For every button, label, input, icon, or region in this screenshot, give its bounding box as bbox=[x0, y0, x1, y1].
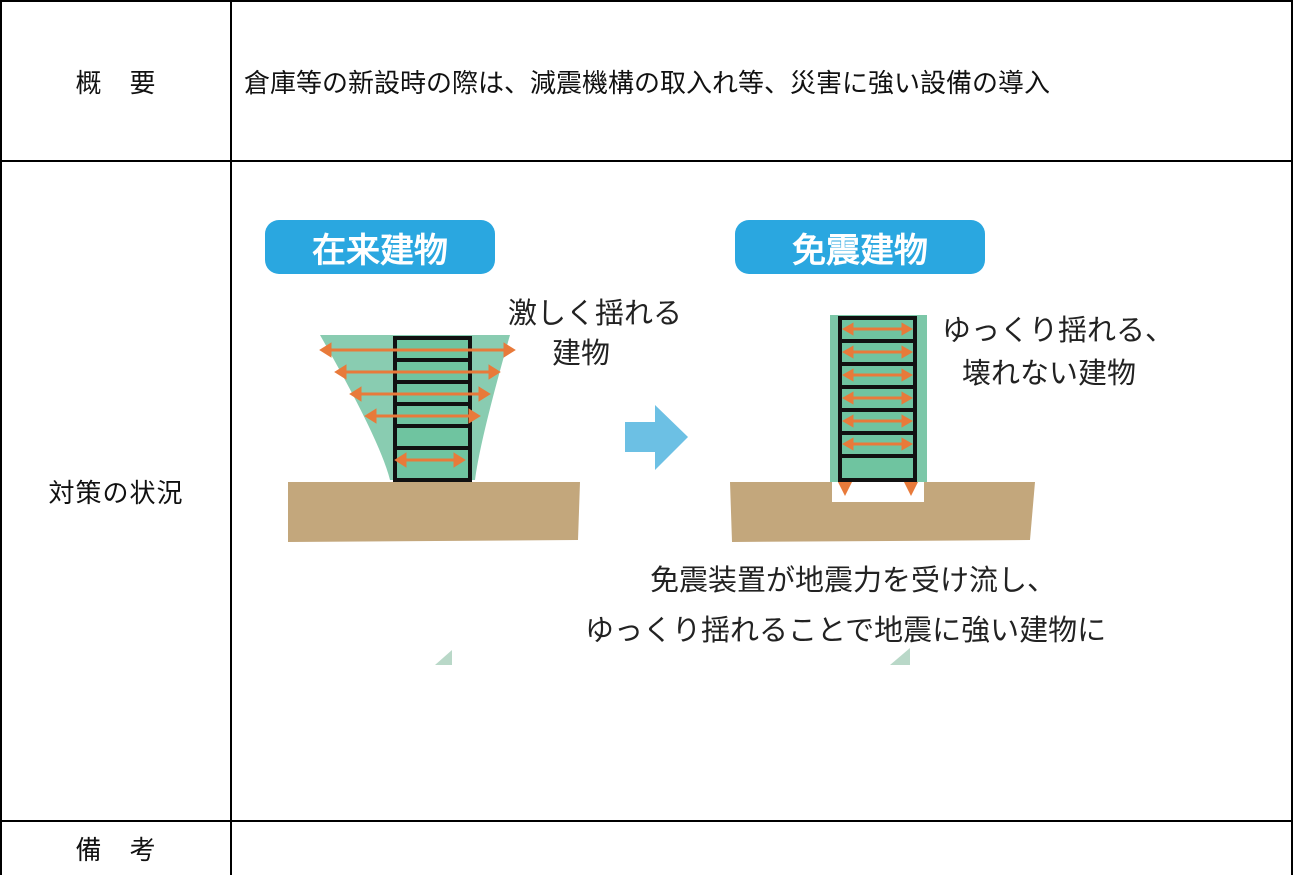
transition-arrow bbox=[625, 405, 688, 470]
status-label: 対策の状況 bbox=[48, 478, 184, 509]
left-caption-line1: 激しく揺れる bbox=[508, 296, 683, 330]
decor-mark-left bbox=[435, 650, 452, 665]
table-border-right bbox=[1291, 0, 1293, 875]
isolated-building-title: 免震建物 bbox=[735, 220, 985, 274]
gentle-arrows-right bbox=[841, 322, 914, 451]
summary-label: 概 要 bbox=[75, 68, 157, 99]
ground-left bbox=[288, 482, 580, 542]
left-caption-line2: 建物 bbox=[552, 336, 611, 370]
conventional-building-title: 在来建物 bbox=[265, 220, 495, 274]
seismic-isolation-figure: 在来建物 免震建物 bbox=[240, 200, 1240, 680]
bottom-caption-line2: ゆっくり揺れることで地震に強い建物に bbox=[585, 613, 1107, 647]
isolation-devices bbox=[838, 482, 918, 496]
table-border-top bbox=[0, 0, 1293, 2]
summary-text: 倉庫等の新設時の際は、減震機構の取入れ等、災害に強い設備の導入 bbox=[244, 68, 1051, 99]
decor-mark-right bbox=[890, 648, 910, 665]
right-caption-line1: ゆっくり揺れる、 bbox=[942, 313, 1175, 347]
table-border-left bbox=[0, 0, 2, 875]
bottom-caption-line1: 免震装置が地震力を受け流し、 bbox=[650, 563, 1057, 597]
remarks-text bbox=[244, 822, 1284, 875]
isolation-pit bbox=[832, 482, 924, 502]
sway-arrows-left bbox=[319, 342, 516, 468]
right-caption-line2: 壊れない建物 bbox=[962, 356, 1137, 390]
ground-right bbox=[730, 482, 1035, 542]
table-row-divider-2 bbox=[0, 820, 1293, 822]
building-illustration bbox=[288, 315, 1035, 665]
remarks-label: 備 考 bbox=[75, 836, 157, 866]
table-column-divider bbox=[230, 0, 232, 875]
table-row-divider-1 bbox=[0, 160, 1293, 162]
